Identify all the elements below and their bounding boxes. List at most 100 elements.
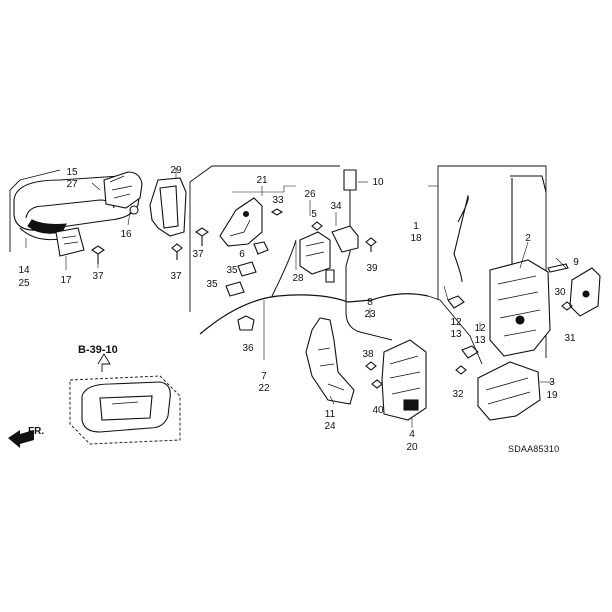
- callout-28: 28: [292, 273, 304, 284]
- callout-34: 34: [330, 201, 342, 212]
- bolt-39: [365, 237, 377, 252]
- callout-33: 33: [272, 195, 284, 206]
- callout-17: 17: [60, 275, 72, 286]
- callout-19: 19: [546, 390, 558, 401]
- callout-37-c: 37: [192, 249, 204, 260]
- screw-31: [561, 301, 573, 311]
- door-latch-group: [437, 165, 551, 359]
- cable-28: [271, 239, 297, 297]
- handle-mechanism: [103, 171, 143, 209]
- callout-12-a: 12: [450, 317, 462, 328]
- callout-24: 24: [324, 421, 336, 432]
- callout-38: 38: [362, 349, 374, 360]
- callout-9: 9: [573, 257, 579, 268]
- latch-frame: [437, 165, 547, 358]
- callout-15: 15: [66, 167, 78, 178]
- reference-arrow: [97, 353, 111, 372]
- callout-8: 8: [367, 297, 373, 308]
- screw-40: [371, 379, 383, 389]
- lever-screw-33: [270, 208, 284, 216]
- key-barrel-34: [331, 225, 359, 253]
- callout-21: 21: [256, 175, 268, 186]
- callout-35-b: 35: [206, 279, 218, 290]
- inner-lever-group: [305, 317, 355, 405]
- reference-label: B-39-10: [78, 344, 118, 356]
- lock-actuator-group: [427, 295, 541, 421]
- screw-30: [547, 263, 569, 273]
- assembly-frame: [189, 165, 340, 312]
- callout-12-b: 12: [474, 323, 486, 334]
- inner-handle-reference: [69, 353, 181, 445]
- screw-32: [455, 365, 467, 375]
- callout-5: 5: [311, 209, 317, 220]
- callout-32: 32: [452, 389, 464, 400]
- lock-cylinder-group: [299, 169, 393, 341]
- callout-14: 14: [18, 265, 30, 276]
- callout-31: 31: [564, 333, 576, 344]
- bracket-bolt: [195, 227, 209, 246]
- door-actuator-group: [365, 339, 427, 421]
- lock-rod-10: [345, 176, 393, 341]
- callout-1: 1: [413, 221, 419, 232]
- latch-clip-12b: [461, 345, 479, 359]
- lever-11: [305, 317, 355, 405]
- front-direction-label: FR.: [28, 426, 45, 437]
- connector-cable: [427, 295, 483, 365]
- callout-13-a: 13: [450, 329, 462, 340]
- callout-27: 27: [66, 179, 78, 190]
- callout-7: 7: [261, 371, 267, 382]
- callout-22: 22: [258, 383, 270, 394]
- lock-knob-10: [343, 169, 357, 191]
- latch-rod-18: [453, 194, 469, 283]
- lever-bracket: [219, 197, 263, 247]
- latch-cover-group: [547, 263, 601, 317]
- callout-29: 29: [170, 165, 182, 176]
- callout-3: 3: [549, 377, 555, 388]
- rod-clip-36: [237, 315, 255, 331]
- callout-26: 26: [304, 189, 316, 200]
- lever-6: [253, 241, 269, 255]
- lever-35b: [225, 281, 245, 297]
- callout-30: 30: [554, 287, 566, 298]
- screw-38: [365, 361, 377, 371]
- callout-6: 6: [239, 249, 245, 260]
- callout-35-a: 35: [226, 265, 238, 276]
- callout-20: 20: [406, 442, 418, 453]
- door-latch-1: [489, 259, 551, 357]
- center-bracket-group: [195, 185, 429, 335]
- callout-18: 18: [410, 233, 422, 244]
- handle-clip: [129, 205, 139, 215]
- handle-protector: [149, 168, 187, 260]
- latch-clip-12a: [447, 295, 465, 309]
- actuator-plug: [403, 399, 419, 411]
- callout-40: 40: [372, 405, 384, 416]
- protector-screw: [171, 243, 183, 260]
- lever-35a: [237, 261, 257, 277]
- handle-grip-recess: [27, 219, 67, 234]
- leader-lines: [25, 181, 567, 428]
- callout-25: 25: [18, 278, 30, 289]
- front-direction-arrow: [8, 430, 34, 448]
- link-rod: [199, 293, 429, 335]
- callout-10: 10: [372, 177, 384, 188]
- callout-39: 39: [366, 263, 378, 274]
- outside-handle-group: [9, 169, 143, 264]
- diagram-code: SDAA85310: [508, 444, 560, 454]
- callout-2: 2: [525, 233, 531, 244]
- inner-handle: [81, 381, 171, 433]
- callout-23: 23: [364, 309, 376, 320]
- lock-cylinder-26: [299, 231, 331, 275]
- callout-37-b: 37: [170, 271, 182, 282]
- bolt-5: [311, 221, 323, 231]
- inner-handle-box: [69, 375, 181, 445]
- lock-actuator-3: [477, 361, 541, 421]
- group-bracket-line: [9, 169, 61, 252]
- callout-4: 4: [409, 429, 415, 440]
- handle-gasket: [55, 227, 85, 257]
- callout-37-a: 37: [92, 271, 104, 282]
- callout-13-b: 13: [474, 335, 486, 346]
- callout-11: 11: [324, 409, 336, 420]
- lock-tab: [325, 269, 335, 283]
